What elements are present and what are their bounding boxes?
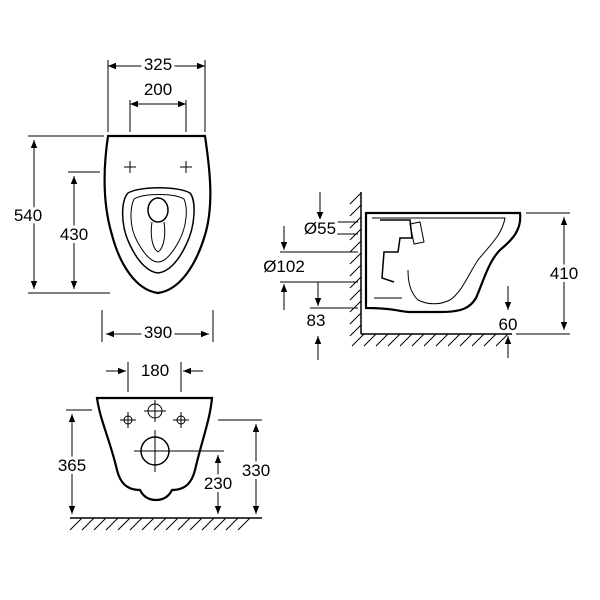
dim-height-mid: 330 [242,461,270,480]
dim-width-seat: 390 [144,323,172,342]
bowl-inner-ring [130,194,187,263]
dim-height-total-side: 410 [550,264,578,283]
inlet-hole-icon [144,400,166,422]
back-outline [95,396,214,502]
back-floor-hatching [69,517,251,531]
wall-hatching [349,192,362,337]
seat-bolt-left-icon [124,161,136,173]
mount-hole-left-icon [120,412,136,428]
floor-hatching [351,333,509,347]
outlet-hole-icon [134,430,176,472]
back-view: 180 365 330 230 [55,361,273,531]
bowl-outline [103,134,212,295]
dim-height-back: 365 [58,456,86,475]
top-view: 325 200 540 430 390 [11,52,214,345]
dim-width-outer: 325 [144,55,172,74]
dim-outlet-height: 83 [307,311,326,330]
drain-hole [147,197,169,223]
mount-hole-right-icon [173,412,189,428]
dim-height-outlet: 230 [204,474,232,493]
toilet-side-inner [372,217,506,305]
outlet-pipe [380,219,413,283]
dim-seat-offset: 60 [499,315,518,334]
drain-channel [150,221,166,253]
side-view: Ø55 Ø102 83 60 410 [260,192,581,360]
toilet-side-profile [364,211,522,314]
dim-length-bowl: 430 [60,225,88,244]
dim-width-inner: 200 [144,80,172,99]
inlet-connector [409,221,425,245]
dim-length-total: 540 [14,206,42,225]
seat-bolt-right-icon [180,161,192,173]
dim-inlet-diameter: Ø102 [263,257,305,276]
dim-outlet-diameter: Ø55 [304,219,336,238]
bowl-inner [121,187,195,274]
dim-bolt-spacing: 180 [141,361,169,380]
